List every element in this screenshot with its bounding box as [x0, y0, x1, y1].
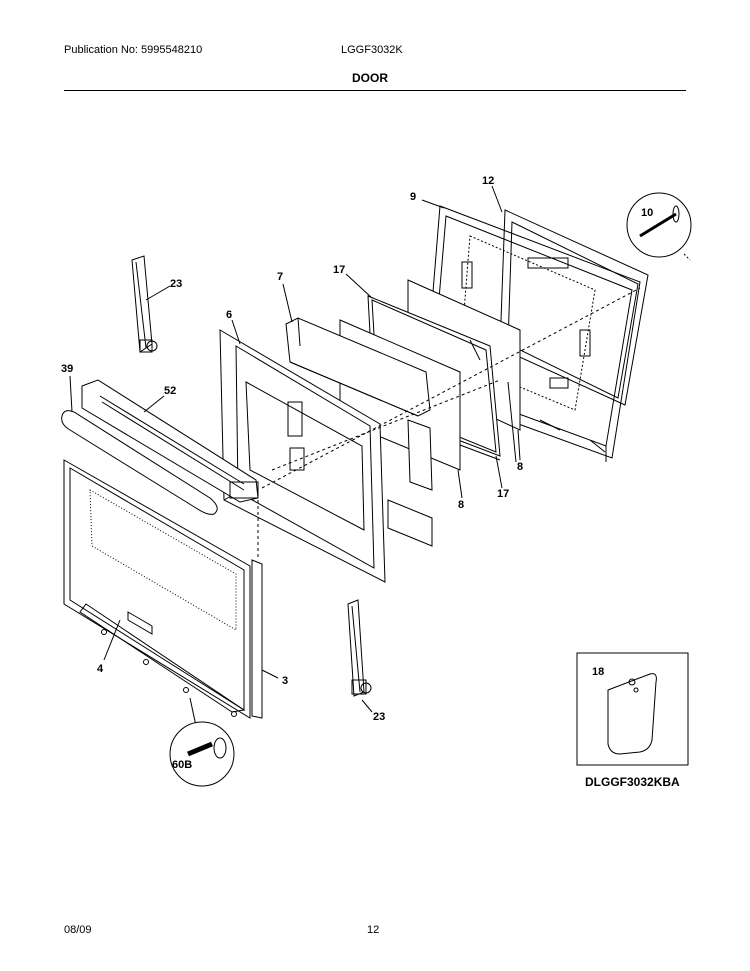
- footer-date: 08/09: [64, 924, 92, 936]
- inset-model-code: DLGGF3032KBA: [585, 775, 680, 789]
- callout-8-front: 8: [458, 499, 464, 511]
- callout-10: 10: [641, 207, 653, 219]
- callout-8-rear: 8: [517, 461, 523, 473]
- section-title: DOOR: [352, 71, 388, 85]
- assembly-guide-lines: [257, 287, 641, 560]
- outer-door-panel: [63, 459, 251, 719]
- callout-4: 4: [97, 663, 104, 675]
- inset-box: [576, 652, 689, 766]
- callout-6: 6: [226, 309, 232, 321]
- publication-number: Publication No: 5995548210: [64, 44, 203, 56]
- insulation-blocks: [285, 317, 433, 547]
- screw-detail-circle: [626, 192, 692, 261]
- callout-leaders: [69, 185, 521, 727]
- callout-9: 9: [410, 191, 416, 203]
- door-screws: [101, 629, 237, 717]
- bolt-detail-circle: [169, 721, 235, 787]
- handle-trim: [61, 410, 218, 515]
- callout-60b: 60B: [172, 759, 192, 771]
- hinge-upper: [131, 255, 158, 353]
- header-rule: [64, 90, 686, 91]
- callout-23-upper: 23: [170, 278, 182, 290]
- model-number: LGGF3032K: [341, 44, 403, 56]
- callout-12: 12: [482, 175, 494, 187]
- footer-page-number: 12: [367, 924, 380, 936]
- callout-17-lower: 17: [497, 488, 509, 500]
- hinge-lower: [347, 599, 372, 697]
- callout-18: 18: [592, 666, 604, 678]
- callout-39: 39: [61, 363, 73, 375]
- callout-7: 7: [277, 271, 283, 283]
- callout-17-upper: 17: [333, 264, 345, 276]
- door-handle: [81, 379, 259, 503]
- callout-23-lower: 23: [373, 711, 385, 723]
- callout-52: 52: [164, 385, 176, 397]
- callout-3: 3: [282, 675, 288, 687]
- side-trim: [251, 559, 263, 719]
